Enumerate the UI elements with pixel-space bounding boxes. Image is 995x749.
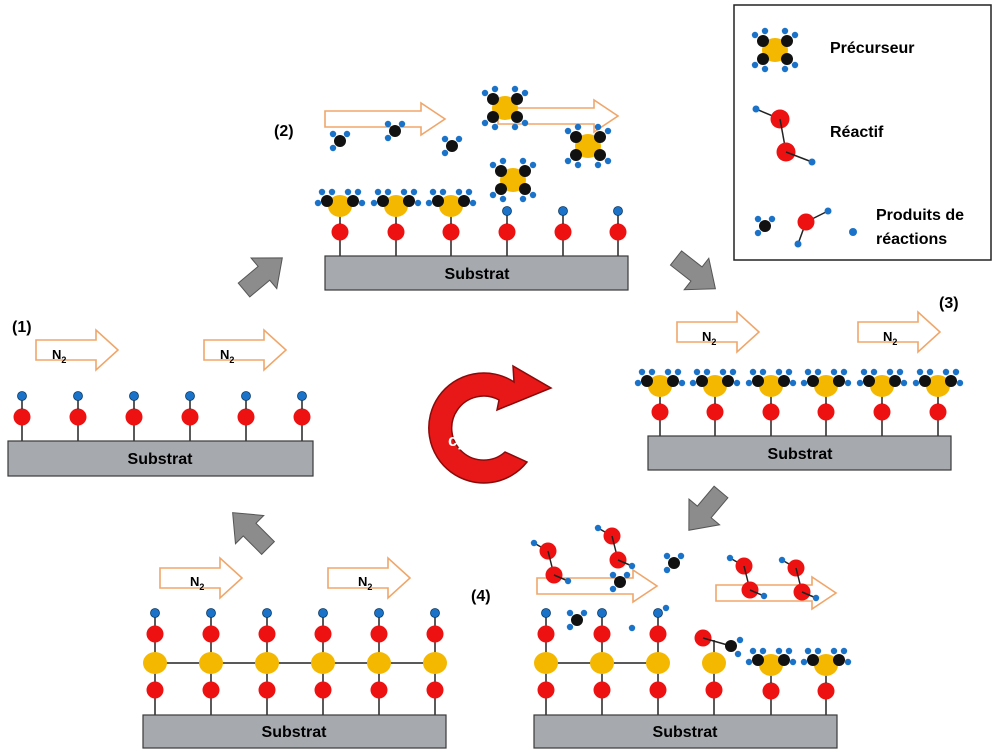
cycle-label-cycles: cycles <box>448 431 500 450</box>
substrate <box>142 714 447 749</box>
flow-arrow-icon <box>676 311 760 353</box>
gas-label: N2 <box>883 329 897 347</box>
substrate-label: Substrat <box>445 266 511 283</box>
legend-products-icon <box>754 207 857 248</box>
step-4-label: (4) <box>471 588 491 605</box>
flow-arrow-icon <box>715 576 837 610</box>
legend-reactant-label: Réactif <box>830 124 884 141</box>
step-2-label: (2) <box>274 123 294 140</box>
flow-arrow-icon <box>203 329 287 371</box>
step-3-label: (3) <box>939 295 959 312</box>
film-columns <box>143 608 447 699</box>
block-arrow-icon <box>663 241 729 306</box>
step-1-panel: (1) N2 N2 Substrat <box>7 319 314 477</box>
substrate-label: Substrat <box>128 451 194 468</box>
substrate <box>647 435 952 471</box>
gas-label: N2 <box>52 347 66 365</box>
flow-arrow-icon <box>159 557 243 599</box>
legend-products-label-1: Produits de <box>876 207 964 224</box>
gas-label: N2 <box>190 574 204 592</box>
substrate <box>533 714 838 749</box>
flow-arrow-icon <box>35 329 119 371</box>
gas-label: N2 <box>358 574 372 592</box>
hydroxyl-sites <box>12 390 312 442</box>
legend-precursor-label: Précurseur <box>830 40 915 57</box>
flow-arrow-icon <box>857 311 941 353</box>
step-1-label: (1) <box>12 319 32 336</box>
circular-arrow-icon: N cycles <box>428 364 553 484</box>
gas-label: N2 <box>220 347 234 365</box>
block-arrow-icon <box>673 478 737 544</box>
cycle-label-n: N <box>468 407 480 426</box>
step-4-completed-panel: N2 N2 Substrat <box>142 557 447 749</box>
substrate-label: Substrat <box>262 724 328 741</box>
substrate-label: Substrat <box>653 724 719 741</box>
legend: Précurseur Réactif Produits de réactions <box>733 4 992 261</box>
step-3-panel: (3) N2 N2 Substrat <box>634 295 964 471</box>
gas-label: N2 <box>702 329 716 347</box>
block-arrow-icon <box>218 498 283 563</box>
flow-arrow-icon <box>327 557 411 599</box>
step-4-panel: (4) Substrat <box>471 524 852 749</box>
flow-arrow-icon <box>324 102 446 136</box>
substrate-label: Substrat <box>768 446 834 463</box>
substrate <box>324 255 629 291</box>
legend-products-label-2: réactions <box>876 231 947 248</box>
substrate <box>7 440 314 477</box>
legend-reactant-icon <box>752 105 816 166</box>
step-2-panel: (2) Substrat <box>274 85 629 291</box>
block-arrow-icon <box>230 242 296 306</box>
